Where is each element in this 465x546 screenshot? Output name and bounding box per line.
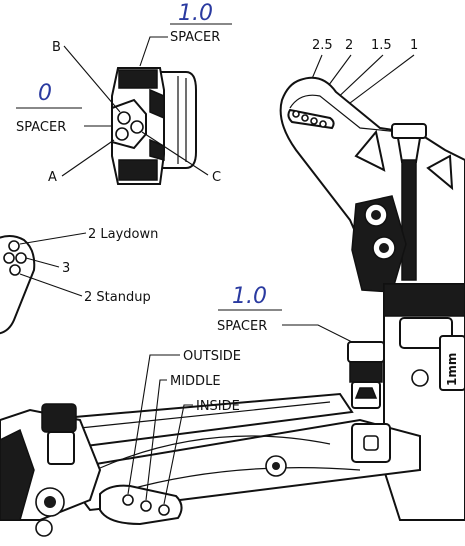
hole-plate: 2 Laydown 3 2 Standup (0, 227, 158, 335)
tower-slot-hole (319, 120, 327, 128)
laydown-leader (19, 232, 87, 245)
label-inside: INSIDE (196, 399, 240, 414)
knuckle-hole (411, 369, 429, 387)
wheel-hub (0, 403, 102, 537)
label-outside: OUTSIDE (183, 349, 241, 364)
middle-spacer-label: SPACER (217, 319, 267, 334)
mount-hole-labels: B A C (48, 40, 221, 185)
hub-pin-bottom (35, 519, 53, 537)
left-spacer-label: SPACER (16, 120, 66, 135)
mount-hole-b (117, 111, 131, 125)
label-c: C (212, 170, 221, 185)
pos-1-5: 1.5 (371, 38, 392, 53)
left-spacer-callout: 0 SPACER (16, 81, 112, 135)
top-spacer-leader (139, 36, 168, 67)
arm-hole-inside (158, 504, 170, 516)
pos-2: 2 (345, 38, 353, 53)
side-mark: 1mm (445, 353, 459, 386)
top-spacer-value: 1.0 (178, 1, 213, 26)
plate-hole-laydown (8, 240, 20, 252)
tower-slot-hole (310, 117, 318, 125)
pos-1: 1 (410, 38, 418, 53)
three-leader (25, 257, 60, 268)
arm-hole-middle (140, 500, 152, 512)
label-a: A (48, 170, 57, 185)
lower-arm-rib (99, 435, 331, 469)
tower-arm-hole-top-core (371, 210, 381, 220)
outside-leader (127, 354, 180, 495)
spacer-nut (349, 361, 383, 383)
mount-side-shadow (149, 88, 165, 120)
mount-bottom-shadow (118, 159, 158, 181)
spacer-stack (347, 341, 385, 409)
mount-top-shadow (118, 69, 158, 89)
lower-arm-hole-core (272, 462, 280, 470)
label-a-leader (61, 139, 115, 177)
mount-hole-a (115, 127, 129, 141)
middle-spacer-leader (282, 324, 357, 345)
mount-hole-c (130, 120, 144, 134)
plate-hole-left (3, 252, 15, 264)
arm-hole-outside (122, 494, 134, 506)
label-2-laydown: 2 Laydown (88, 227, 158, 242)
label-2-standup: 2 Standup (84, 290, 151, 305)
top-spacer-label: SPACER (170, 30, 220, 45)
label-c-leader (141, 131, 209, 176)
hub-nut (41, 403, 77, 433)
side-mark-plate (439, 335, 465, 391)
tower-slot-hole (301, 114, 309, 122)
hub-shadow (0, 428, 35, 521)
lower-arm-pivot-hole (363, 435, 379, 451)
shock-shaft (401, 159, 417, 281)
standup-leader (19, 273, 83, 297)
hub-spacer (47, 431, 75, 465)
lower-arm-body (58, 418, 421, 512)
middle-leader (145, 379, 167, 501)
tower-rib (289, 94, 401, 133)
tower-arm-hole-bottom-core (379, 243, 389, 253)
shock-top-eyelet (396, 137, 422, 163)
spacer-shadow (354, 387, 378, 399)
mount-side-shadow-2 (149, 138, 165, 161)
tower-cutout-2 (426, 154, 454, 191)
hinge-mount-block (111, 67, 197, 185)
plate-hole-three (15, 252, 27, 264)
spacer-top (347, 341, 385, 363)
inside-leader (163, 404, 193, 505)
arm-mount-holes (99, 484, 183, 526)
shock-top-cap (391, 123, 427, 139)
middle-spacer-callout: 1.0 SPACER (217, 284, 357, 345)
top-spacer-callout: 1.0 SPACER (139, 1, 232, 67)
label-b-leader (63, 45, 121, 113)
pos-2-5: 2.5 (312, 38, 333, 53)
tower-cutout (354, 129, 386, 172)
middle-spacer-value: 1.0 (232, 284, 267, 309)
label-b: B (52, 40, 61, 55)
camber-link-line (79, 401, 331, 429)
left-spacer-value: 0 (38, 81, 52, 106)
knuckle-top-band (383, 283, 465, 317)
hub-pin-core (44, 496, 56, 508)
arm-position-labels: OUTSIDE MIDDLE INSIDE (127, 349, 241, 505)
label-middle: MIDDLE (170, 374, 221, 389)
label-3: 3 (62, 261, 70, 276)
plate-hole-standup (9, 264, 21, 276)
tower-slot-hole (292, 110, 300, 118)
